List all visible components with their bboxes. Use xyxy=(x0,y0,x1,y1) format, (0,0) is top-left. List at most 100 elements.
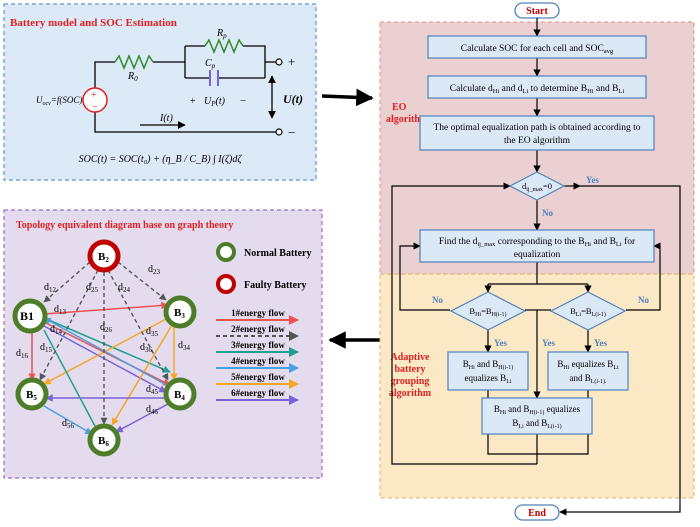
flow-edge-b5-b6 xyxy=(43,405,93,435)
svg-text:Rp: Rp xyxy=(216,28,227,40)
svg-text:Uocv=f(SOC): Uocv=f(SOC) xyxy=(36,95,82,107)
svg-text:equalization: equalization xyxy=(514,250,561,260)
label-d23: d23 xyxy=(148,264,161,276)
legend-normal: Normal Battery xyxy=(244,248,311,259)
flow-edge-b3-b5 xyxy=(43,317,169,385)
dashed-edge-b2-b3 xyxy=(117,261,167,301)
svg-text:B5: B5 xyxy=(26,389,37,402)
svg-text:R0: R0 xyxy=(127,71,138,83)
svg-text:B3: B3 xyxy=(174,307,185,320)
label-d56: d56 xyxy=(62,418,75,430)
label-d45: d45 xyxy=(146,384,159,396)
up-label: U xyxy=(204,96,212,107)
flow-label-2: 2#energy flow xyxy=(231,324,285,334)
svg-text:BHi equalizes BLi: BHi equalizes BLi xyxy=(557,359,619,371)
battery-model-panel: Battery model and SOC Estimation + − xyxy=(3,3,317,181)
svg-text:BHi and BH(i-1) equalizes: BHi and BH(i-1) equalizes xyxy=(494,404,581,416)
svg-text:BLi and BL(i-1): BLi and BL(i-1) xyxy=(512,418,561,430)
topology-legend: Normal Battery Faulty Battery 1#energy f… xyxy=(216,242,311,405)
flow-label-1: 1#energy flow xyxy=(231,308,285,318)
up-plus: + xyxy=(190,96,196,107)
decision-bhi xyxy=(449,291,527,331)
resistor-rp-icon xyxy=(204,38,244,54)
flow-label-3: 3#energy flow xyxy=(231,340,285,350)
yes-label-4: Yes xyxy=(594,338,607,348)
no-label-2: No xyxy=(432,295,443,305)
label-d25: d25 xyxy=(86,282,99,294)
svg-text:UP(t): UP(t) xyxy=(204,96,226,108)
topology-panel: Topology equivalent diagram base on grap… xyxy=(3,209,323,479)
svg-text:BLi=BL(i-1): BLi=BL(i-1) xyxy=(570,306,606,318)
resistor-r0-icon xyxy=(114,54,154,70)
flow-edge-b4-b1 xyxy=(43,317,173,389)
legend-faulty: Faulty Battery xyxy=(244,280,307,291)
svg-text:equalizes BLi: equalizes BLi xyxy=(464,373,511,385)
label-d46: d46 xyxy=(146,404,159,416)
flow-label-6: 6#energy flow xyxy=(231,388,285,398)
r0-label: R xyxy=(127,71,134,82)
uocv-label: U xyxy=(36,95,43,105)
no-label-3: No xyxy=(638,295,649,305)
label-d15: d15 xyxy=(40,342,53,354)
eo-label-2: algorithm xyxy=(386,114,429,125)
battery-panel-title: Battery model and SOC Estimation xyxy=(10,17,177,29)
node-b1: B1 xyxy=(12,298,48,334)
svg-text:the EO algorithm: the EO algorithm xyxy=(504,136,571,146)
flow-edge-b1-b3 xyxy=(43,301,169,315)
step-optimal-path xyxy=(419,115,655,151)
label-d35: d35 xyxy=(146,326,159,338)
node-b4: B4 xyxy=(163,377,197,411)
ut-label: U(t) xyxy=(283,92,303,106)
step-find-dij xyxy=(419,229,655,263)
rp-label: R xyxy=(216,28,223,39)
step-middle-equalize xyxy=(481,397,593,435)
svg-text:Adaptive: Adaptive xyxy=(391,352,430,363)
source-minus: − xyxy=(92,102,98,113)
dashed-edge-b2-b1 xyxy=(43,261,91,303)
terminal-minus-label: − xyxy=(288,125,295,140)
svg-text:Cp: Cp xyxy=(205,58,216,70)
node-b2: B2 xyxy=(87,239,121,273)
flowchart: Start xyxy=(391,2,681,521)
normal-battery-icon xyxy=(216,242,236,262)
edge-labels: d12 d23 d13 d25 d24 d14 d15 d16 d35 d36 … xyxy=(16,264,191,430)
terminal-negative-icon xyxy=(275,128,283,136)
flow-edge-b1-b6 xyxy=(43,329,97,429)
svg-text:BHi and BH(i-1): BHi and BH(i-1) xyxy=(463,359,514,371)
label-d12: d12 xyxy=(44,282,57,294)
flow-edge-b1-b4-purple xyxy=(43,325,167,393)
svg-text:battery: battery xyxy=(394,364,425,375)
decision-dij-max xyxy=(508,171,566,201)
svg-text:The optimal equalization path: The optimal equalization path is obtaine… xyxy=(433,123,640,133)
end-label: End xyxy=(528,508,546,519)
terminal-positive-icon xyxy=(275,58,283,66)
capacitor-cp-icon xyxy=(209,70,219,86)
label-d34: d34 xyxy=(178,340,191,352)
svg-text:Calculate SOC for each cell an: Calculate SOC for each cell and SOCavg xyxy=(461,43,614,55)
eo-label-1: EO xyxy=(392,102,407,113)
current-label: I(t) xyxy=(159,113,173,124)
label-d16: d16 xyxy=(16,348,29,360)
step-right-equalize xyxy=(547,351,629,391)
no-label-1: No xyxy=(542,208,553,218)
step-calc-d xyxy=(427,75,647,99)
svg-text:dij_max=0: dij_max=0 xyxy=(522,181,552,193)
terminal-plus-label: + xyxy=(288,54,295,69)
svg-text:algorithm: algorithm xyxy=(389,388,432,399)
up-minus: − xyxy=(240,95,246,107)
cp-label: C xyxy=(205,58,212,69)
decision-bli xyxy=(549,291,627,331)
svg-text:B1: B1 xyxy=(20,309,34,323)
svg-text:B2: B2 xyxy=(98,251,109,264)
circuit-wires xyxy=(94,45,276,133)
topology-title: Topology equivalent diagram base on grap… xyxy=(16,220,233,231)
step-calc-soc xyxy=(427,35,647,59)
svg-text:BHi=BH(i-1): BHi=BH(i-1) xyxy=(469,306,506,318)
label-d24: d24 xyxy=(118,282,131,294)
voltage-source-icon xyxy=(82,87,108,113)
node-b3: B3 xyxy=(163,295,197,329)
start-label: Start xyxy=(526,6,548,17)
flow-label-5: 5#energy flow xyxy=(231,372,285,382)
svg-text:grouping: grouping xyxy=(391,376,430,387)
